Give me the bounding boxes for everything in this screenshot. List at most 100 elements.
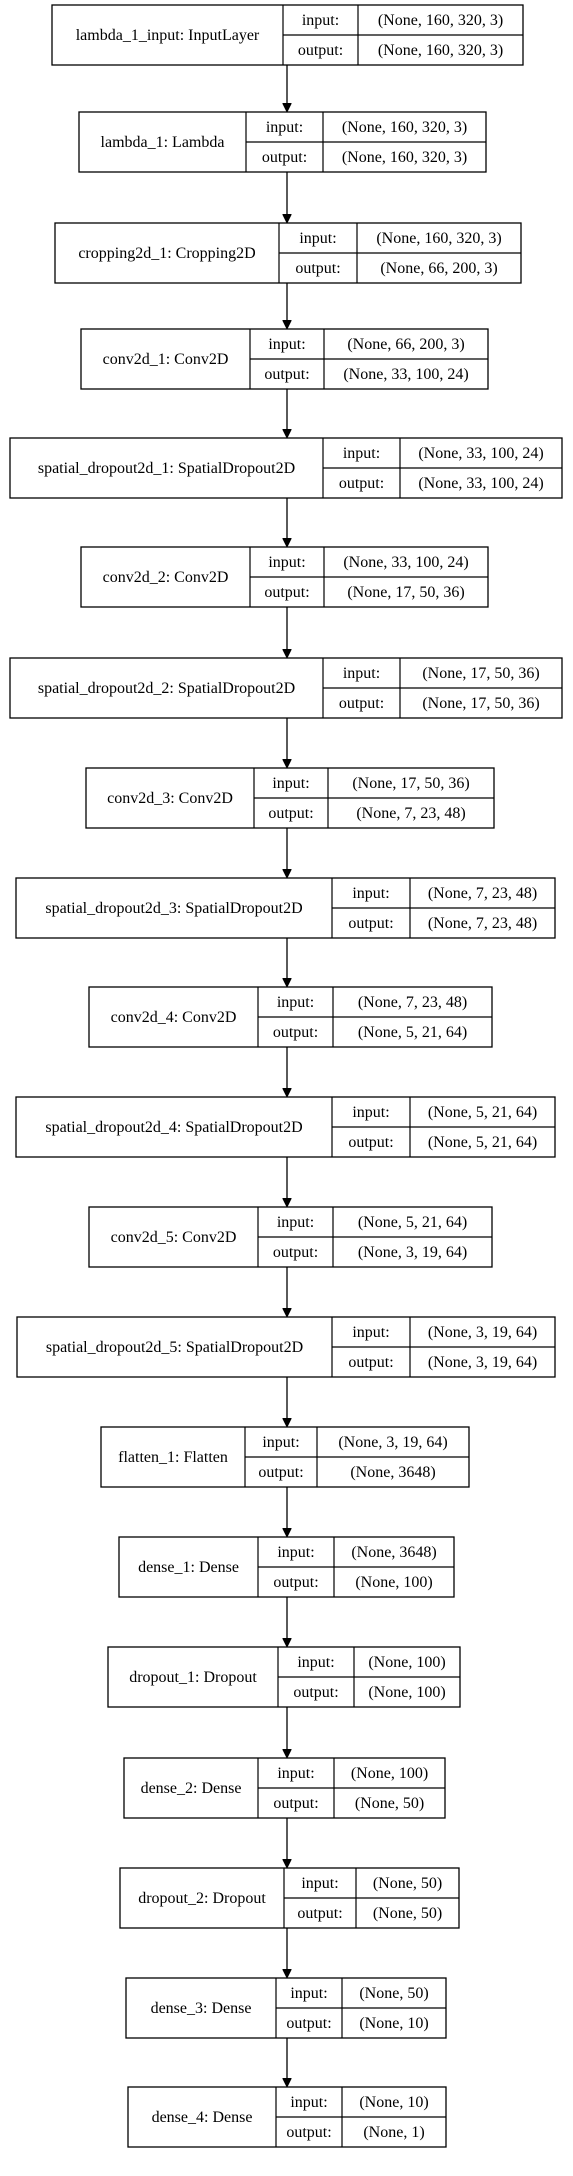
input-label: input: <box>352 1104 389 1121</box>
output-label: output: <box>339 695 384 712</box>
layer-name: spatial_dropout2d_2: SpatialDropout2D <box>38 680 295 697</box>
input-shape: (None, 160, 320, 3) <box>342 119 467 136</box>
output-label: output: <box>293 1684 338 1701</box>
input-label: input: <box>290 1985 327 2002</box>
layer-name: dense_2: Dense <box>141 1780 242 1797</box>
input-label: input: <box>290 2094 327 2111</box>
layer-name: dropout_1: Dropout <box>129 1669 257 1686</box>
input-shape: (None, 50) <box>359 1985 428 2002</box>
layer-name: conv2d_3: Conv2D <box>107 790 233 807</box>
output-label: output: <box>258 1464 303 1481</box>
layer-name: dropout_2: Dropout <box>138 1890 266 1907</box>
input-label: input: <box>297 1654 334 1671</box>
output-label: output: <box>273 1795 318 1812</box>
input-shape: (None, 50) <box>373 1875 442 1892</box>
output-shape: (None, 3, 19, 64) <box>358 1244 467 1261</box>
layer-name: conv2d_4: Conv2D <box>111 1009 237 1026</box>
output-shape: (None, 100) <box>368 1684 445 1701</box>
input-label: input: <box>352 885 389 902</box>
output-shape: (None, 66, 200, 3) <box>380 260 497 277</box>
layer-node: conv2d_1: Conv2D input: output: (None, 66, … <box>80 328 489 390</box>
input-shape: (None, 5, 21, 64) <box>358 1214 467 1231</box>
input-shape: (None, 3, 19, 64) <box>428 1324 537 1341</box>
output-label: output: <box>297 1905 342 1922</box>
layer-name: lambda_1: Lambda <box>101 134 225 151</box>
layer-name: cropping2d_1: Cropping2D <box>78 245 255 262</box>
layer-name: flatten_1: Flatten <box>118 1449 228 1466</box>
layer-name: dense_1: Dense <box>138 1559 239 1576</box>
output-label: output: <box>348 915 393 932</box>
layer-node: spatial_dropout2d_4: SpatialDropout2D inp… <box>15 1096 556 1158</box>
output-label: output: <box>273 1024 318 1041</box>
output-shape: (None, 3648) <box>350 1464 435 1481</box>
output-shape: (None, 50) <box>373 1905 442 1922</box>
input-shape: (None, 160, 320, 3) <box>378 12 503 29</box>
output-label: output: <box>286 2124 331 2141</box>
output-label: output: <box>339 475 384 492</box>
input-shape: (None, 5, 21, 64) <box>428 1104 537 1121</box>
input-shape: (None, 17, 50, 36) <box>422 665 539 682</box>
output-label: output: <box>264 366 309 383</box>
layer-node: cropping2d_1: Cropping2D input: output: (No… <box>54 222 522 284</box>
layer-name: spatial_dropout2d_3: SpatialDropout2D <box>45 900 302 917</box>
output-shape: (None, 160, 320, 3) <box>342 149 467 166</box>
layer-name: dense_3: Dense <box>151 2000 252 2017</box>
layer-name: conv2d_5: Conv2D <box>111 1229 237 1246</box>
layer-node: lambda_1_input: InputLayerinput:output:(… <box>51 4 524 66</box>
layer-node: lambda_1: Lambda input: output: (None, 160,… <box>78 111 487 173</box>
layer-node: dense_2: Dense input: output: (None, 100) (N… <box>123 1757 446 1819</box>
output-shape: (None, 7, 23, 48) <box>356 805 465 822</box>
input-shape: (None, 100) <box>351 1765 428 1782</box>
layer-name: conv2d_1: Conv2D <box>103 351 229 368</box>
output-shape: (None, 5, 21, 64) <box>358 1024 467 1041</box>
layer-node: spatial_dropout2d_1: SpatialDropout2Dinp… <box>9 437 563 499</box>
output-label: output: <box>286 2015 331 2032</box>
output-shape: (None, 33, 100, 24) <box>343 366 468 383</box>
input-label: input: <box>277 1765 314 1782</box>
output-label: output: <box>268 805 313 822</box>
input-shape: (None, 66, 200, 3) <box>347 336 464 353</box>
input-shape: (None, 7, 23, 48) <box>428 885 537 902</box>
output-shape: (None, 17, 50, 36) <box>347 584 464 601</box>
input-shape: (None, 100) <box>368 1654 445 1671</box>
output-label: output: <box>273 1574 318 1591</box>
input-label: input: <box>302 12 339 29</box>
output-label: output: <box>348 1354 393 1371</box>
layer-node: dropout_2: Dropout input: output: (None, 50… <box>119 1867 460 1929</box>
input-label: input: <box>272 775 309 792</box>
layer-node: spatial_dropout2d_3: SpatialDropout2D inp… <box>15 877 556 939</box>
output-shape: (None, 50) <box>355 1795 424 1812</box>
layer-nodes: lambda_1_input: InputLayer input: output: (… <box>9 4 563 2148</box>
layer-name: spatial_dropout2d_5: SpatialDropout2D <box>46 1339 303 1356</box>
input-label: input: <box>277 994 314 1011</box>
input-label: input: <box>301 1875 338 1892</box>
layer-node: dense_3: Dense input: output: (None, 50) (No… <box>125 1977 447 2039</box>
layer-name: conv2d_2: Conv2D <box>103 569 229 586</box>
input-label: input: <box>266 119 303 136</box>
layer-name: lambda_1_input: InputLayer <box>76 27 260 44</box>
input-shape: (None, 3648) <box>351 1544 436 1561</box>
output-label: output: <box>348 1134 393 1151</box>
layer-name: spatial_dropout2d_4: SpatialDropout2D <box>45 1119 302 1136</box>
output-shape: (None, 3, 19, 64) <box>428 1354 537 1371</box>
input-label: input: <box>299 230 336 247</box>
output-shape: (None, 7, 23, 48) <box>428 915 537 932</box>
input-label: input: <box>277 1214 314 1231</box>
input-label: input: <box>343 665 380 682</box>
output-shape: (None, 10) <box>359 2015 428 2032</box>
input-shape: (None, 10) <box>359 2094 428 2111</box>
layer-node: spatial_dropout2d_2: SpatialDropout2D inp… <box>9 657 563 719</box>
output-label: output: <box>262 149 307 166</box>
input-shape: (None, 33, 100, 24) <box>343 554 468 571</box>
layer-name: dense_4: Dense <box>152 2109 253 2126</box>
output-label: output: <box>295 260 340 277</box>
input-label: input: <box>268 336 305 353</box>
layer-name: spatial_dropout2d_1: SpatialDropout2D <box>38 460 295 477</box>
